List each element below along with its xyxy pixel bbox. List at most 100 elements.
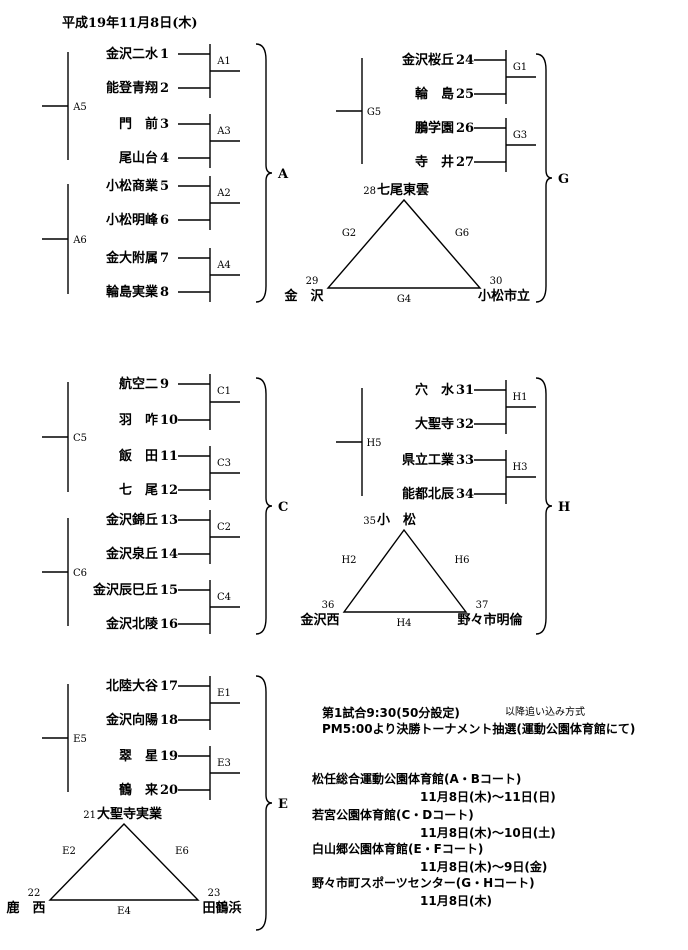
team-number: 24 bbox=[456, 53, 474, 68]
group-brace bbox=[255, 43, 273, 303]
team-number: 4 bbox=[160, 151, 169, 166]
team-number: 2 bbox=[160, 81, 169, 96]
team-name: 尾山台 bbox=[119, 150, 158, 166]
match-code: E4 bbox=[117, 906, 131, 917]
group-letter: G bbox=[558, 172, 569, 187]
group-letter: A bbox=[277, 167, 289, 182]
team-name: 金沢錦丘 bbox=[105, 512, 158, 528]
team-name: 門 前 bbox=[119, 116, 158, 132]
match-code: E2 bbox=[62, 846, 76, 857]
match-code: G6 bbox=[455, 228, 469, 239]
team-name: 田鶴浜 bbox=[202, 900, 241, 916]
match-code: E1 bbox=[217, 688, 231, 699]
team-number: 12 bbox=[160, 483, 178, 498]
team-number: 18 bbox=[160, 713, 178, 728]
team-name: 鹿 西 bbox=[6, 900, 45, 916]
team-name: 輪 島 bbox=[415, 86, 454, 102]
match-code: G4 bbox=[397, 294, 411, 305]
team-name: 金 沢 bbox=[283, 288, 324, 304]
match-code: E3 bbox=[217, 758, 231, 769]
match-code: C5 bbox=[73, 433, 87, 444]
draw-announcement: PM5:00より決勝トーナメント抽選(運動公園体育館にて) bbox=[322, 722, 636, 736]
team-number: 35 bbox=[363, 516, 376, 527]
match-code: H2 bbox=[341, 555, 356, 566]
team-number: 37 bbox=[476, 600, 489, 611]
team-name: 翠 星 bbox=[119, 749, 158, 764]
team-number: 14 bbox=[160, 547, 178, 562]
team-name: 野々市明倫 bbox=[457, 612, 523, 628]
venue-name: 若宮公園体育館(C・Dコート) bbox=[312, 808, 474, 822]
team-number: 1 bbox=[160, 47, 169, 62]
team-number: 21 bbox=[83, 810, 96, 821]
match-code: G1 bbox=[513, 62, 527, 73]
team-name: 穴 水 bbox=[415, 382, 455, 398]
team-name: 大聖寺 bbox=[415, 416, 454, 432]
match-code: H6 bbox=[454, 555, 469, 566]
match-code: E5 bbox=[73, 734, 87, 745]
team-name: 金沢泉丘 bbox=[105, 546, 158, 562]
match-code: G2 bbox=[342, 228, 356, 239]
match-code: A5 bbox=[72, 102, 87, 113]
venue-dates: 11月8日(木)～9日(金) bbox=[420, 860, 548, 874]
team-name: 小松市立 bbox=[478, 288, 530, 304]
team-name: 大聖寺実業 bbox=[97, 806, 163, 822]
group-letter: H bbox=[558, 500, 570, 515]
match-code: C3 bbox=[217, 458, 231, 469]
match-code: H3 bbox=[512, 462, 527, 473]
team-number: 31 bbox=[456, 383, 474, 398]
team-number: 34 bbox=[456, 487, 474, 502]
team-number: 15 bbox=[160, 583, 178, 598]
team-number: 16 bbox=[160, 617, 178, 632]
match-code: E6 bbox=[175, 846, 189, 857]
team-name: 航空二 bbox=[119, 376, 158, 392]
team-name: 金沢西 bbox=[299, 612, 339, 628]
team-name: 小松商業 bbox=[106, 178, 159, 194]
match-code: A4 bbox=[216, 260, 231, 271]
group-brace bbox=[535, 377, 553, 635]
team-name: 七尾東雲 bbox=[377, 182, 429, 198]
team-number: 36 bbox=[322, 600, 335, 611]
venue-dates: 11月8日(木) bbox=[420, 894, 493, 908]
team-number: 30 bbox=[490, 276, 503, 287]
team-number: 27 bbox=[456, 155, 474, 170]
team-name: 能登青翔 bbox=[106, 80, 158, 96]
venue-name: 野々市町スポーツセンター(G・Hコート) bbox=[312, 876, 535, 890]
team-name: 金沢北陵 bbox=[105, 616, 159, 632]
match-code: A2 bbox=[216, 188, 231, 199]
match-code: H5 bbox=[366, 438, 381, 449]
venue-dates: 11月8日(木)～11日(日) bbox=[420, 790, 556, 804]
group-letter: E bbox=[278, 797, 288, 812]
team-number: 9 bbox=[160, 377, 169, 392]
team-number: 7 bbox=[160, 251, 169, 266]
team-name: 輪島実業 bbox=[106, 284, 159, 300]
group-letter: C bbox=[278, 500, 288, 515]
team-number: 29 bbox=[306, 276, 319, 287]
team-number: 10 bbox=[160, 413, 178, 428]
match-code: A6 bbox=[72, 235, 87, 246]
round-robin-triangle bbox=[326, 198, 482, 289]
first-match-time: 第1試合9:30(50分設定) bbox=[322, 706, 460, 720]
venue-dates: 11月8日(木)～10日(土) bbox=[420, 826, 556, 840]
round-robin-triangle bbox=[342, 528, 468, 613]
team-name: 鶴 来 bbox=[119, 782, 159, 798]
team-number: 8 bbox=[160, 285, 169, 300]
match-code: G3 bbox=[513, 130, 527, 141]
team-name: 金沢向陽 bbox=[105, 712, 158, 728]
match-code: C1 bbox=[217, 386, 231, 397]
team-name: 寺 井 bbox=[415, 154, 454, 170]
team-number: 5 bbox=[160, 179, 169, 194]
team-number: 6 bbox=[160, 213, 169, 228]
venue-name: 白山郷公園体育館(E・Fコート) bbox=[312, 842, 484, 856]
team-number: 13 bbox=[160, 513, 178, 528]
team-name: 金沢辰巳丘 bbox=[92, 582, 158, 598]
team-name: 飯 田 bbox=[118, 448, 158, 464]
team-number: 11 bbox=[160, 449, 178, 464]
first-match-note: 以降追い込み方式 bbox=[505, 707, 585, 718]
team-number: 28 bbox=[363, 186, 376, 197]
team-number: 3 bbox=[160, 117, 169, 132]
match-code: G5 bbox=[367, 107, 381, 118]
team-number: 32 bbox=[456, 417, 474, 432]
date-header: 平成19年11月8日(木) bbox=[62, 15, 198, 31]
group-brace bbox=[255, 675, 273, 931]
team-name: 小松明峰 bbox=[106, 212, 159, 228]
